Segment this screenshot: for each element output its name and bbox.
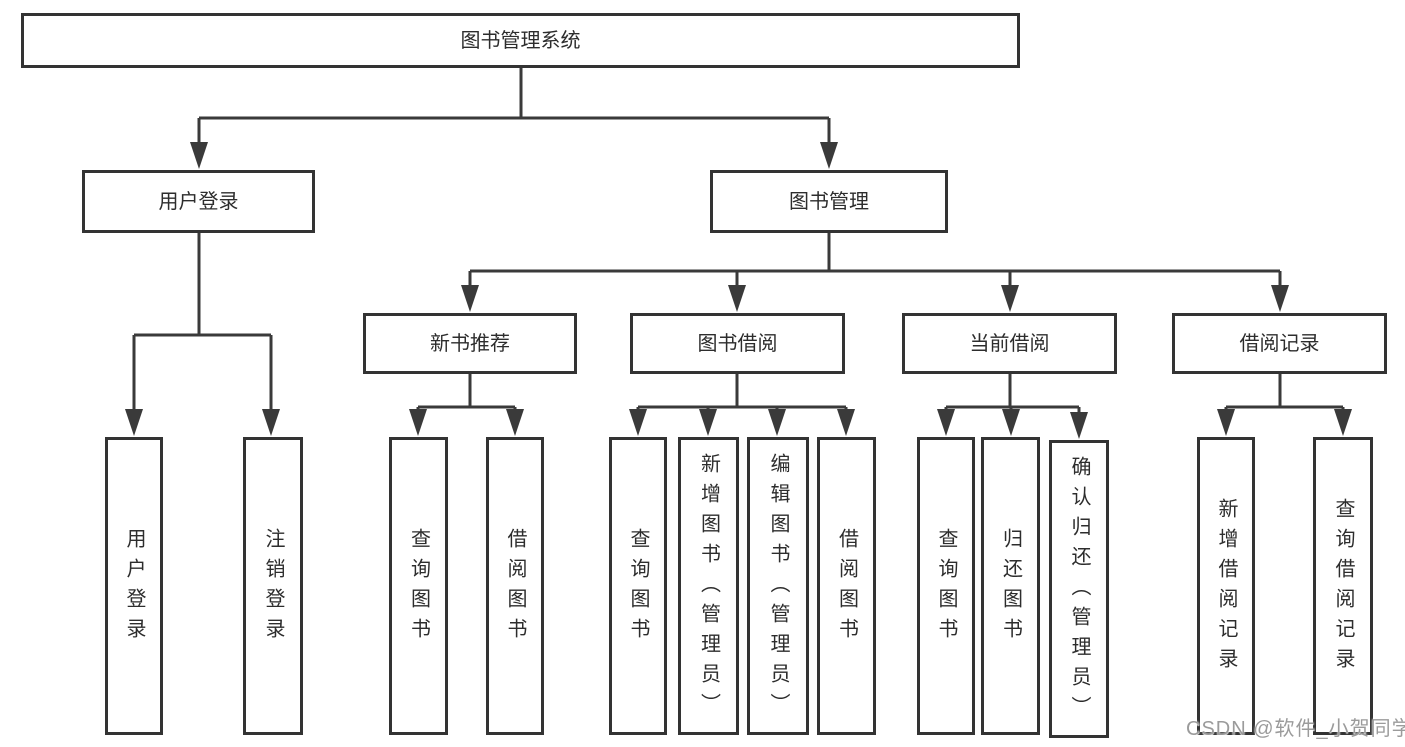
node-new-book-recommend: 新书推荐	[363, 313, 577, 374]
node-label: 查询图书	[407, 528, 430, 648]
node-borrow-book: 借阅图书	[817, 437, 876, 735]
node-label: 图书管理系统	[460, 29, 581, 52]
node-confirm-return-admin: 确认归还（管理员）	[1049, 440, 1109, 738]
node-current-borrow: 当前借阅	[902, 313, 1117, 374]
node-query-book-borrow: 查询图书	[609, 437, 667, 735]
node-label: 新书推荐	[430, 332, 510, 355]
node-label: 图书管理	[789, 190, 869, 213]
node-label: 借阅图书	[835, 528, 858, 648]
node-label: 借阅图书	[504, 528, 526, 648]
node-label: 新增借阅记录	[1215, 498, 1237, 678]
arrowheads	[125, 142, 1352, 439]
node-borrow-book-newbook: 借阅图书	[486, 437, 544, 735]
node-label: 借阅记录	[1239, 332, 1320, 355]
node-label: 当前借阅	[969, 332, 1050, 355]
node-label: 图书借阅	[697, 332, 778, 355]
node-label: 用户登录	[158, 190, 239, 213]
node-label: 查询图书	[935, 528, 957, 648]
node-return-book: 归还图书	[981, 437, 1040, 735]
node-book-management: 图书管理	[710, 170, 948, 233]
node-label: 注销登录	[262, 528, 284, 648]
node-label: 新增图书（管理员）	[697, 453, 720, 723]
node-label: 查询借阅记录	[1332, 498, 1354, 678]
node-label: 用户登录	[123, 528, 145, 648]
node-user-login: 用户登录	[105, 437, 163, 735]
node-query-book-current: 查询图书	[917, 437, 975, 735]
node-add-borrow-record: 新增借阅记录	[1197, 437, 1255, 735]
node-library-management-system: 图书管理系统	[21, 13, 1020, 68]
node-query-borrow-record: 查询借阅记录	[1313, 437, 1373, 735]
node-label: 编辑图书（管理员）	[767, 453, 789, 723]
csdn-watermark: CSDN @软件_小贺同学	[1186, 718, 1405, 740]
node-borrow-records: 借阅记录	[1172, 313, 1387, 374]
node-label: 归还图书	[999, 528, 1022, 648]
node-edit-book-admin: 编辑图书（管理员）	[747, 437, 809, 735]
node-label: 查询图书	[627, 528, 649, 648]
edge-lines	[132, 68, 1345, 416]
node-label: 确认归还（管理员）	[1068, 456, 1090, 726]
node-add-book-admin: 新增图书（管理员）	[678, 437, 739, 735]
node-query-book-newbook: 查询图书	[389, 437, 448, 735]
node-logout: 注销登录	[243, 437, 303, 735]
node-book-borrow: 图书借阅	[630, 313, 845, 374]
node-user-login-group: 用户登录	[82, 170, 315, 233]
